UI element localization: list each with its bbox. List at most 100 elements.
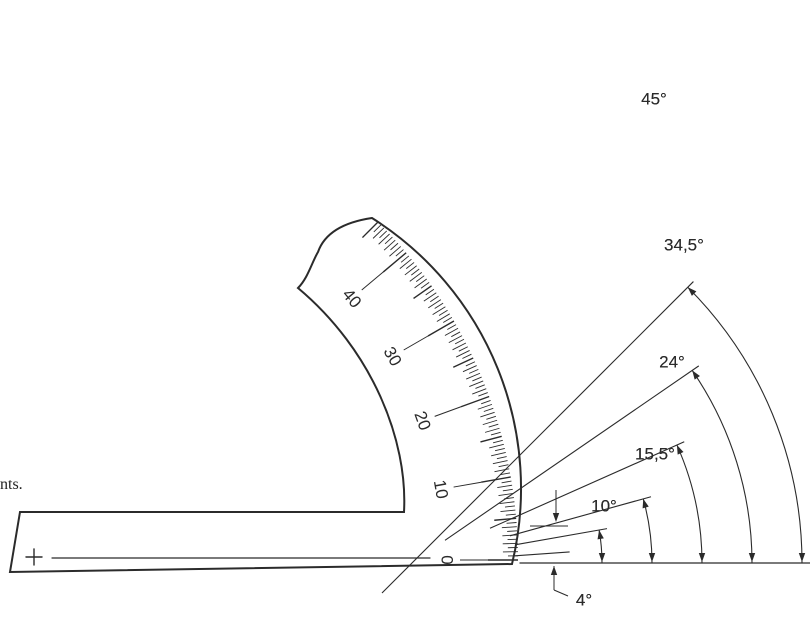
scale-tick	[414, 278, 427, 289]
scale-tick	[390, 242, 399, 251]
scale-label: 20	[410, 409, 434, 433]
scale-tick	[480, 411, 495, 418]
scale-tick	[498, 493, 514, 497]
scale-tick	[478, 392, 488, 397]
scale-tick	[372, 227, 385, 239]
scale-tick	[455, 350, 470, 358]
scale-tick	[379, 230, 388, 239]
angle-label: 10°	[591, 496, 617, 515]
dimension-arrowhead	[798, 553, 806, 562]
scale-tick	[425, 288, 435, 296]
radial-reference-line	[514, 528, 608, 546]
radial-reference-line	[489, 441, 685, 529]
scale-tick	[454, 338, 465, 345]
scale-tick	[409, 271, 423, 282]
scale-tick	[428, 299, 442, 309]
scale-tick	[413, 285, 432, 300]
angle-marks: 4°4°10°10°15,5°15,5°24°24°34,5°34,5°45°4…	[381, 86, 806, 612]
scale-tick	[411, 268, 420, 276]
dimension-arrowhead	[597, 530, 604, 540]
scale-tick	[501, 480, 512, 484]
scale-tick	[502, 542, 518, 545]
radial-reference-line	[381, 281, 694, 594]
angle-label-halo: 4°	[576, 590, 592, 609]
scale-tick	[447, 324, 457, 330]
scale-tick	[482, 419, 498, 426]
scale-tick	[448, 335, 463, 344]
scale-tick	[499, 501, 515, 505]
scale-tick	[415, 275, 425, 282]
scale-tick	[382, 252, 407, 273]
scale-tick	[492, 439, 503, 444]
dimension-arrowhead	[598, 553, 606, 562]
scale-tick	[480, 435, 502, 443]
scale-tick	[483, 407, 494, 412]
dimension-arrowhead	[692, 370, 700, 380]
scale-tick	[481, 400, 491, 405]
angle-label-halo: 45°	[641, 89, 667, 108]
scale-tick	[427, 320, 455, 337]
radial-reference-line	[509, 496, 652, 537]
scale-tick	[378, 233, 390, 245]
scale-ticks	[361, 221, 518, 561]
scale-tick	[472, 388, 487, 395]
scale-tick	[488, 423, 499, 428]
scale-tick	[452, 357, 474, 368]
dimension-arc	[676, 444, 703, 564]
dimension-arrowhead	[648, 553, 656, 562]
scale-tick	[475, 384, 485, 389]
dimension-arrowhead	[698, 553, 706, 562]
scale-label: 30	[380, 344, 406, 370]
angle-label-halo: 24°	[659, 352, 685, 371]
margin-text-fragment: nts.	[0, 476, 23, 493]
angle-label: 34,5°	[664, 235, 704, 254]
angle-label-halo: 10°	[591, 496, 617, 515]
scale-tick	[436, 313, 450, 322]
scale-tick	[430, 295, 439, 303]
scale-tick	[472, 376, 482, 382]
scale-tick	[491, 452, 506, 457]
scale-index-line	[403, 335, 429, 351]
dimension-arrowhead	[676, 445, 684, 455]
scale-tick	[383, 239, 396, 251]
angle-label-halo: 15,5°	[635, 444, 675, 463]
scale-index-line	[361, 271, 384, 291]
angle-label: 24°	[659, 352, 685, 371]
scale-tick	[466, 372, 481, 380]
scale-tick	[361, 221, 379, 239]
scale-tick	[384, 236, 393, 245]
scale-tick	[469, 368, 479, 374]
scale-tick	[451, 331, 461, 338]
scale-tick	[505, 513, 516, 516]
scale-index-line	[434, 406, 462, 417]
scale-tick	[497, 484, 513, 489]
scale-tick	[500, 472, 511, 476]
scale-tick	[494, 468, 510, 473]
scale-tick	[389, 246, 402, 257]
dimension-arrowhead	[687, 287, 697, 296]
angle-label: 4°	[576, 590, 592, 609]
radial-reference-line	[444, 365, 700, 541]
scale-tick	[507, 530, 518, 532]
dimension-leader	[553, 589, 569, 597]
scale-tick	[462, 353, 472, 359]
scale-tick	[460, 395, 490, 408]
scale-tick	[434, 302, 444, 309]
dimension-arrowhead	[642, 498, 649, 509]
scale-tick	[458, 346, 468, 352]
scale-tick	[492, 460, 508, 465]
dimension-arc	[691, 370, 753, 564]
angle-label-halo: 34,5°	[664, 235, 704, 254]
scale-tick	[438, 309, 448, 316]
scale-tick	[500, 509, 516, 513]
scale-tick	[501, 526, 517, 529]
scale-label: 0	[438, 555, 457, 564]
scale-tick	[395, 249, 404, 257]
scale-tick	[486, 415, 497, 420]
scale-tick	[494, 447, 505, 452]
angle-label: 45°	[641, 89, 667, 108]
scale-tick	[489, 443, 504, 449]
dimension-arrowhead	[748, 553, 756, 562]
